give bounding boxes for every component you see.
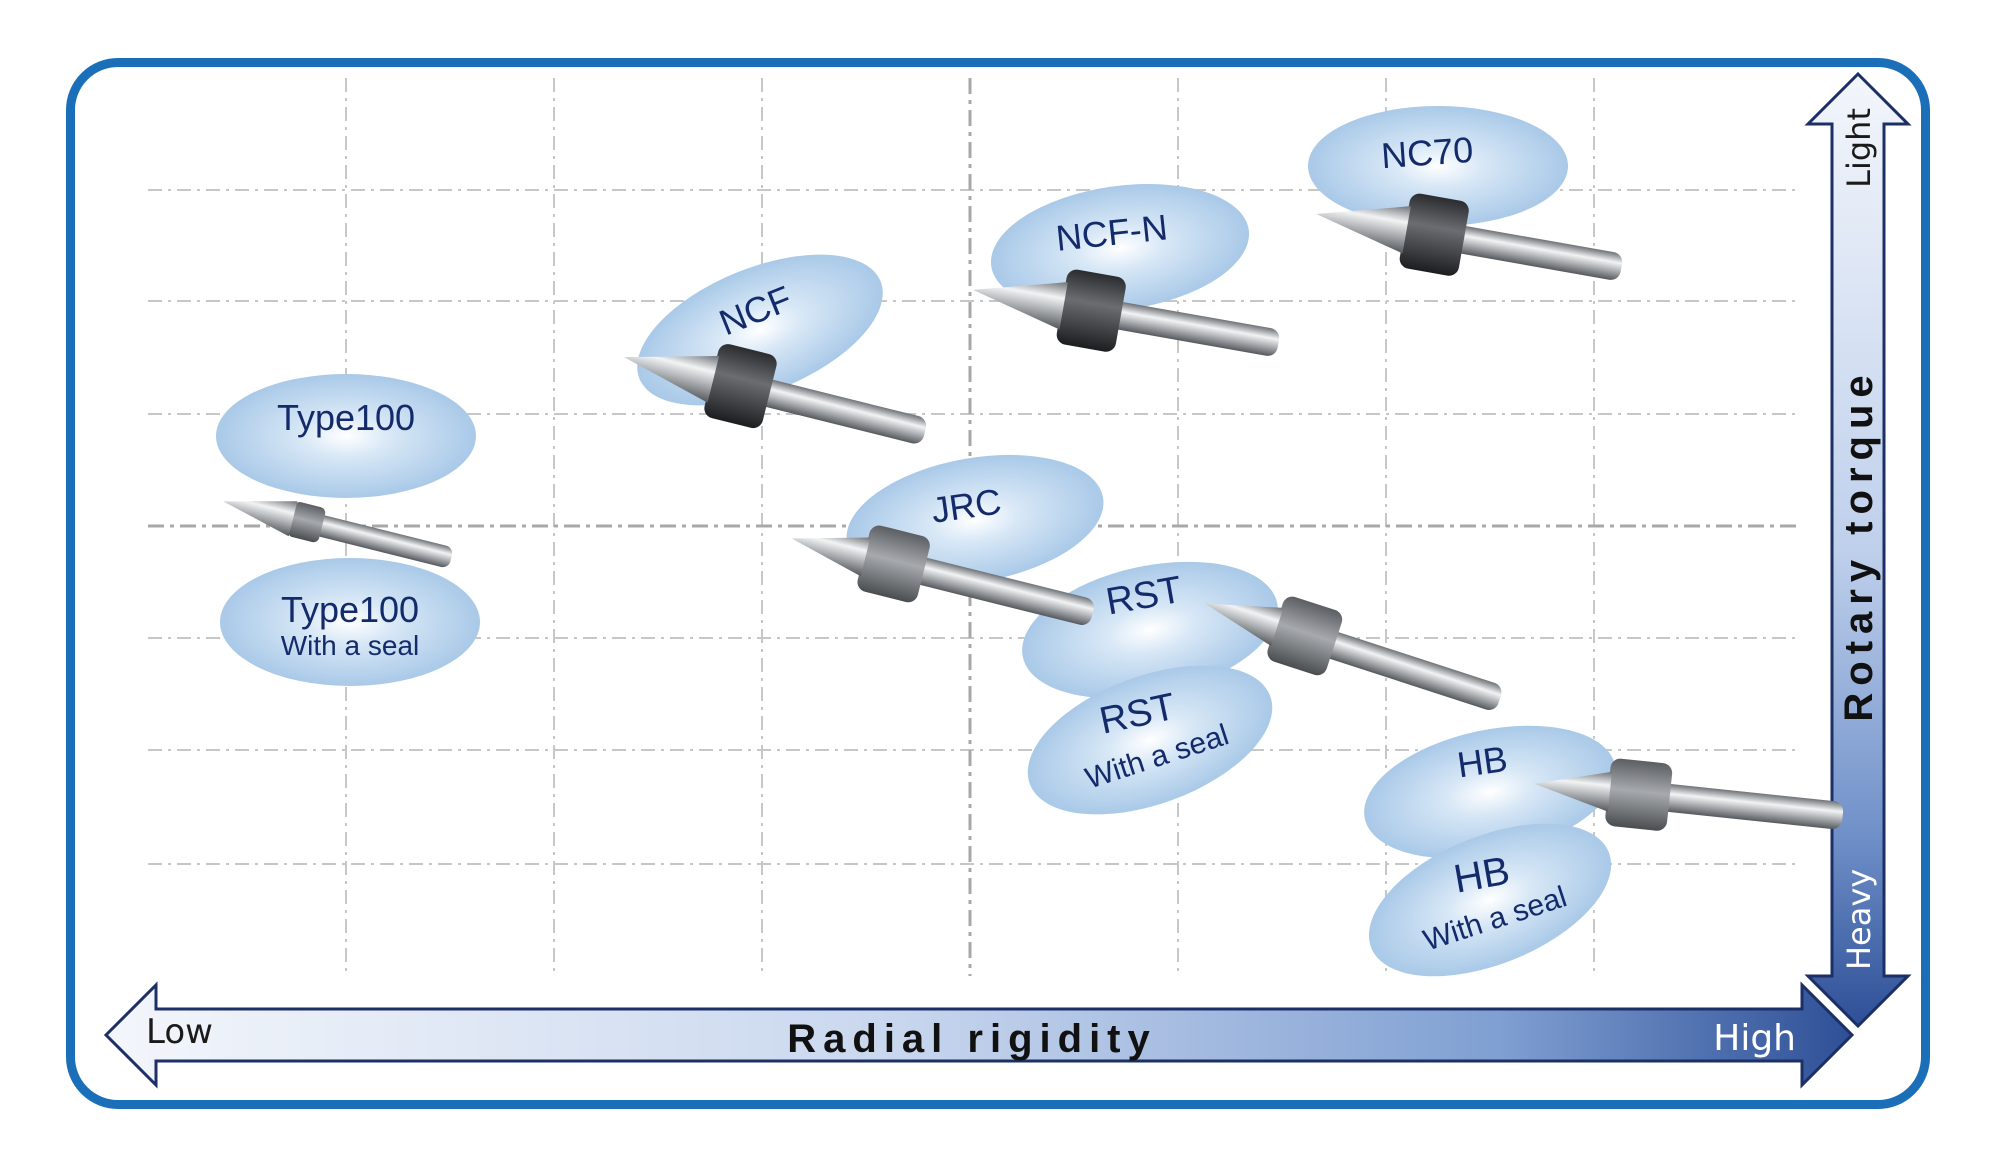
axis-labels: Radial rigidity Low High Rotary torque L… xyxy=(146,108,1881,1061)
label-hb-seal: HB xyxy=(1451,849,1513,902)
bubble-type100-seal xyxy=(220,558,480,686)
bubbles xyxy=(216,106,1616,977)
y-axis-heavy-label: Heavy xyxy=(1840,869,1878,970)
label-type100: Type100 xyxy=(277,397,415,438)
y-axis-light-label: Light xyxy=(1840,108,1878,188)
bubble-hb-seal xyxy=(1368,823,1612,977)
bubble-nc70 xyxy=(1308,106,1568,226)
bubble-ncf-n xyxy=(990,183,1250,313)
label-jrc: JRC xyxy=(929,480,1004,530)
label-type100-seal: Type100 xyxy=(281,589,419,630)
y-axis-title: Rotary torque xyxy=(1837,368,1881,721)
x-axis-title: Radial rigidity xyxy=(787,1017,1157,1061)
bubble-rst-seal xyxy=(1027,665,1273,815)
y-axis-arrow xyxy=(1804,71,1912,1029)
bubble-type100 xyxy=(216,374,476,498)
label-nc70: NC70 xyxy=(1380,129,1475,176)
bubble-rst xyxy=(1022,561,1278,699)
x-axis-arrow xyxy=(103,981,1855,1089)
x-axis-low-label: Low xyxy=(146,1012,213,1052)
label-type100-seal-sub: With a seal xyxy=(281,630,420,661)
x-axis-high-label: High xyxy=(1713,1018,1796,1059)
label-hb: HB xyxy=(1455,738,1510,786)
